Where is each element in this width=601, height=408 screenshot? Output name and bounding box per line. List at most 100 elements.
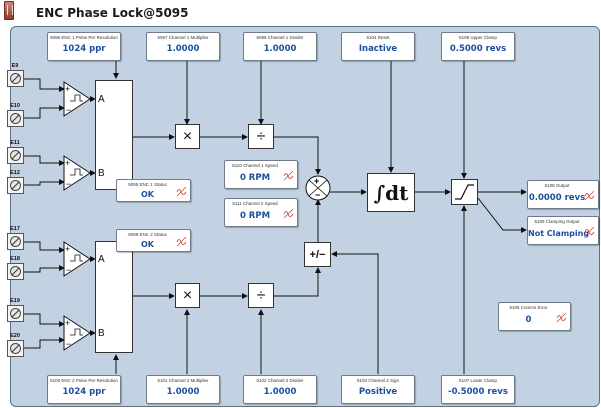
terminal-label: E10 xyxy=(10,103,20,109)
ch1-multiply-block: × xyxy=(175,124,200,149)
param-value: 1.0000 xyxy=(166,44,200,54)
input-b-label: B xyxy=(98,168,105,179)
monitor-label: 5108 Output xyxy=(544,183,570,188)
monitor-value: 0 xyxy=(525,315,532,325)
screw-icon xyxy=(10,308,21,319)
lower-clamp-param[interactable]: 5107 Lower Clamp -0.5000 revs xyxy=(441,375,515,404)
limiter-icon xyxy=(455,184,474,200)
terminal-label: E20 xyxy=(10,333,20,339)
param-label: 5098 Channel 1 Divider xyxy=(256,35,304,40)
monitor-value: Not Clamping xyxy=(528,229,590,238)
terminal-label: E18 xyxy=(10,256,20,262)
param-label: 5107 Lower Clamp xyxy=(459,378,497,383)
param-value: -0.5000 revs xyxy=(448,387,508,397)
ch2-sign-param[interactable]: 5103 Channel 2 Sign Positive xyxy=(341,375,415,404)
terminal-label: E19 xyxy=(10,298,20,304)
screw-icon xyxy=(10,343,21,354)
scope-icon xyxy=(584,226,595,237)
param-value: 1024 ppr xyxy=(62,44,106,54)
scope-icon xyxy=(283,170,294,181)
ch2-multiply-block: × xyxy=(175,283,200,308)
input-b-label: B xyxy=(98,328,105,339)
terminal-e9[interactable] xyxy=(7,70,24,87)
param-label: 5106 Upper Clamp xyxy=(459,35,497,40)
terminal-e17[interactable] xyxy=(7,233,24,250)
clamping-output-monitor[interactable]: 5109 Clamping Output Not Clamping xyxy=(527,216,599,245)
sum-minus-sign: − xyxy=(315,190,321,200)
param-label: 5100 ENC 2 Pulse Per Resolution xyxy=(50,378,118,383)
monitor-value: 0.0000 revs xyxy=(528,193,586,203)
scope-icon xyxy=(283,208,294,219)
reset-param[interactable]: 5104 Reset Inactive xyxy=(341,32,415,61)
encoder-1-decoder: A B xyxy=(95,80,133,190)
monitor-value: 0 RPM xyxy=(239,173,271,183)
monitor-label: 5111 Channel 2 Speed xyxy=(232,201,278,206)
page-title: ENC Phase Lock@5095 xyxy=(36,6,189,20)
ch1-divide-block: ÷ xyxy=(248,124,274,149)
integrator-block: ∫dt xyxy=(367,173,415,212)
terminal-e19[interactable] xyxy=(7,305,24,322)
ch2-divide-block: ÷ xyxy=(248,283,274,308)
screw-icon xyxy=(10,180,21,191)
param-value: 1.0000 xyxy=(263,387,297,397)
ch2-divider-param[interactable]: 5102 Channel 2 Divider 1.0000 xyxy=(243,375,317,404)
terminal-e20[interactable] xyxy=(7,340,24,357)
monitor-label: 5099 ENC 2 Status xyxy=(128,232,167,237)
input-a-label: A xyxy=(98,94,105,105)
monitor-value: OK xyxy=(141,240,154,249)
param-value: Inactive xyxy=(358,44,398,54)
enc2-resolution-param[interactable]: 5100 ENC 2 Pulse Per Resolution 1024 ppr xyxy=(47,375,121,404)
param-value: 1.0000 xyxy=(166,387,200,397)
scope-icon xyxy=(556,312,567,323)
output-monitor[interactable]: 5108 Output 0.0000 revs xyxy=(527,180,599,209)
terminal-label: E11 xyxy=(10,140,20,146)
screw-icon xyxy=(10,113,21,124)
monitor-label: 5110 Channel 1 Speed xyxy=(232,163,278,168)
param-value: 1024 ppr xyxy=(62,387,106,397)
scope-icon xyxy=(584,190,595,201)
screw-icon xyxy=(10,266,21,277)
ch1-multiplier-param[interactable]: 5097 Channel 1 Multiplier 1.0000 xyxy=(146,32,220,61)
param-label: 5096 ENC 1 Pulse Per Resolution xyxy=(50,35,118,40)
comms-error-monitor[interactable]: 5105 Comms Error 0 xyxy=(498,302,571,331)
param-label: 5104 Reset xyxy=(366,35,390,40)
ch2-speed-monitor[interactable]: 5111 Channel 2 Speed 0 RPM xyxy=(224,198,298,227)
enc1-resolution-param[interactable]: 5096 ENC 1 Pulse Per Resolution 1024 ppr xyxy=(47,32,121,61)
ch2-multiplier-param[interactable]: 5101 Channel 2 Multiplier 1.0000 xyxy=(146,375,220,404)
input-a-label: A xyxy=(98,254,105,265)
param-label: 5103 Channel 2 Sign xyxy=(356,378,400,383)
scope-icon xyxy=(176,186,187,197)
ch1-speed-monitor[interactable]: 5110 Channel 1 Speed 0 RPM xyxy=(224,160,298,189)
encoder-2-decoder: A B xyxy=(95,241,133,353)
param-label: 5102 Channel 2 Divider xyxy=(256,378,304,383)
ch2-sign-block: +/− xyxy=(304,242,331,267)
monitor-value: OK xyxy=(141,190,154,199)
monitor-label: 5105 Comms Error xyxy=(509,305,548,310)
param-value: Positive xyxy=(358,387,398,397)
param-label: 5097 Channel 1 Multiplier xyxy=(157,35,209,40)
enc2-status-monitor[interactable]: 5099 ENC 2 Status OK xyxy=(116,229,191,252)
terminal-e10[interactable] xyxy=(7,110,24,127)
monitor-value: 0 RPM xyxy=(239,211,271,221)
param-label: 5101 Channel 2 Multiplier xyxy=(157,378,209,383)
sum-plus-sign: + xyxy=(314,176,320,186)
screw-icon xyxy=(10,150,21,161)
upper-clamp-param[interactable]: 5106 Upper Clamp 0.5000 revs xyxy=(441,32,515,61)
terminal-label: E9 xyxy=(11,63,19,69)
param-value: 0.5000 revs xyxy=(449,44,507,54)
terminal-e11[interactable] xyxy=(7,147,24,164)
screw-icon xyxy=(10,73,21,84)
clamp-block xyxy=(451,179,478,205)
drive-icon xyxy=(4,1,14,20)
terminal-label: E17 xyxy=(10,226,20,232)
terminal-label: E12 xyxy=(10,170,20,176)
terminal-e18[interactable] xyxy=(7,263,24,280)
ch1-divider-param[interactable]: 5098 Channel 1 Divider 1.0000 xyxy=(243,32,317,61)
monitor-label: 5109 Clamping Output xyxy=(534,219,580,224)
scope-icon xyxy=(176,236,187,247)
enc1-status-monitor[interactable]: 5095 ENC 1 Status OK xyxy=(116,179,191,202)
monitor-label: 5095 ENC 1 Status xyxy=(128,182,167,187)
param-value: 1.0000 xyxy=(263,44,297,54)
terminal-e12[interactable] xyxy=(7,177,24,194)
